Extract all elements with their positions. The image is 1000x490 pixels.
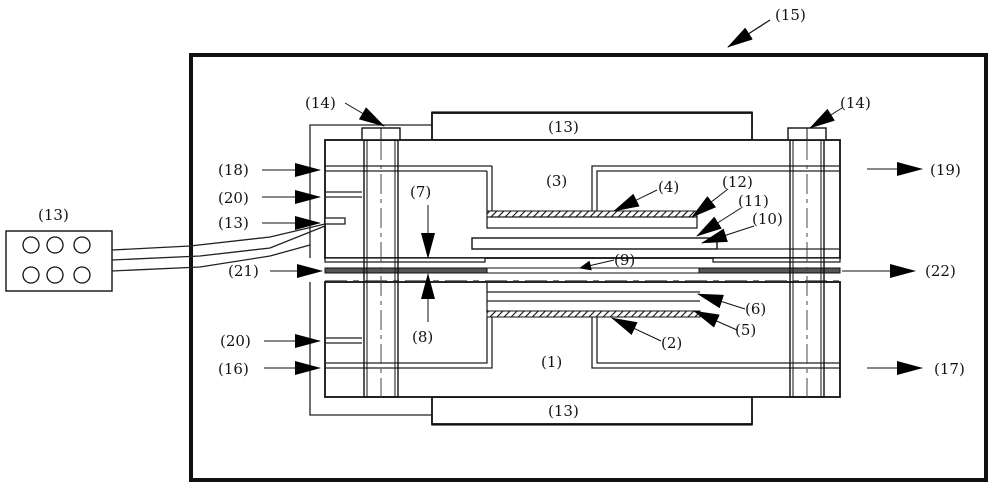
label-9: (9) [614, 251, 635, 269]
label-10: (10) [752, 210, 783, 228]
label-8: (8) [412, 328, 433, 346]
label-4: (4) [658, 178, 679, 196]
label-13-bottom: (13) [548, 402, 579, 420]
label-1: (1) [541, 353, 562, 371]
label-13-top: (13) [548, 118, 579, 136]
label-7: (7) [410, 183, 431, 201]
label-6: (6) [745, 300, 766, 318]
plate-10 [472, 238, 717, 249]
label-22: (22) [925, 262, 956, 280]
label-16: (16) [218, 360, 249, 378]
label-13-box: (13) [38, 206, 69, 224]
arrow-15 [728, 20, 770, 47]
label-18: (18) [218, 161, 249, 179]
label-3: (3) [546, 172, 567, 190]
channel-wall-right [699, 268, 840, 273]
label-12: (12) [722, 173, 753, 191]
arrow-14-right [810, 108, 842, 128]
central-channel-9 [487, 268, 699, 273]
hatched-layer-4 [487, 211, 697, 217]
label-15: (15) [775, 6, 806, 24]
label-21: (21) [228, 262, 259, 280]
label-5: (5) [735, 321, 756, 339]
top-heater [432, 113, 752, 140]
label-13-inlet: (13) [218, 214, 249, 232]
arrow-14-left [345, 103, 384, 126]
label-20-top: (20) [218, 189, 249, 207]
label-17: (17) [934, 360, 965, 378]
channel-wall-left [325, 268, 487, 273]
heater-inlet-stub [325, 218, 345, 224]
label-14-left: (14) [305, 94, 336, 112]
bottom-heater [432, 397, 752, 424]
hatched-layer-2 [487, 311, 700, 317]
label-11: (11) [738, 192, 769, 210]
upper-gap-plate-left [325, 258, 485, 262]
arrow-9 [580, 260, 614, 268]
label-2: (2) [661, 334, 682, 352]
label-19: (19) [930, 161, 961, 179]
label-20-bottom: (20) [220, 332, 251, 350]
layer-12 [487, 217, 697, 228]
label-14-right: (14) [840, 94, 871, 112]
